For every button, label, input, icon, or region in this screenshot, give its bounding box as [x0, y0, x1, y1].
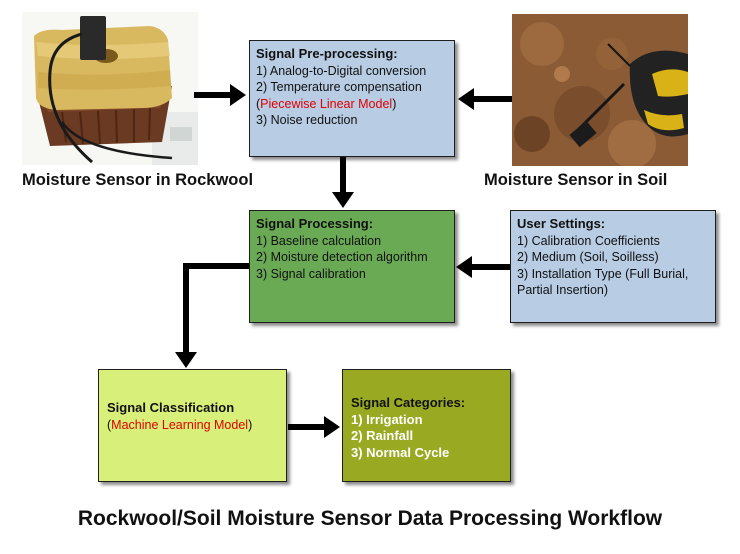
processing-step-3: 3) Signal calibration — [256, 266, 366, 281]
categories-item-3: 3) Normal Cycle — [351, 444, 450, 460]
preprocessing-box: Signal Pre-processing: 1) Analog-to-Digi… — [249, 40, 455, 157]
arrow-soil-to-preprocessing — [474, 96, 512, 102]
arrow-classification-to-categories — [288, 424, 324, 430]
arrow-settings-to-processing — [472, 264, 510, 270]
categories-item-2: 2) Rainfall — [351, 428, 414, 443]
user-settings-box: User Settings: 1) Calibration Coefficien… — [510, 210, 716, 323]
rockwool-sensor-illustration — [22, 12, 198, 165]
user-settings-item-1: 1) Calibration Coefficients — [517, 233, 660, 248]
rockwool-caption: Moisture Sensor in Rockwool — [22, 171, 254, 189]
preprocessing-title: Signal Pre-processing: — [256, 46, 398, 61]
machine-learning-model-label: Machine Learning Model — [111, 417, 249, 432]
categories-box: Signal Categories: 1) Irrigation 2) Rain… — [342, 369, 511, 482]
piecewise-linear-model-label: Piecewise Linear Model — [260, 96, 393, 111]
preprocessing-step-1: 1) Analog-to-Digital conversion — [256, 63, 427, 78]
soil-caption: Moisture Sensor in Soil — [484, 171, 668, 189]
preprocessing-step-2: 2) Temperature compensation — [256, 80, 422, 94]
soil-sensor-photo — [512, 14, 688, 166]
arrow-preprocessing-to-processing — [340, 157, 346, 193]
user-settings-item-3-cont: Partial Insertion) — [517, 283, 609, 297]
user-settings-title: User Settings: — [517, 216, 606, 231]
preprocessing-step-3: 3) Noise reduction — [256, 113, 358, 127]
processing-step-1: 1) Baseline calculation — [256, 233, 382, 248]
processing-box: Signal Processing: 1) Baseline calculati… — [249, 210, 455, 323]
arrow-rockwool-to-preprocessing — [194, 92, 230, 98]
rockwool-sensor-photo — [22, 12, 198, 165]
soil-sensor-illustration — [512, 14, 688, 166]
categories-title: Signal Categories: — [351, 395, 466, 410]
arrow-processing-to-classification — [175, 263, 249, 368]
processing-step-2: 2) Moisture detection algorithm — [256, 250, 428, 264]
classification-box: Signal Classification (Machine Learning … — [98, 369, 287, 482]
user-settings-item-3: 3) Installation Type (Full Burial, — [517, 266, 689, 281]
user-settings-item-2: 2) Medium (Soil, Soilless) — [517, 250, 659, 264]
processing-title: Signal Processing: — [256, 216, 374, 231]
classification-title: Signal Classification — [107, 400, 235, 415]
categories-item-1: 1) Irrigation — [351, 411, 423, 427]
workflow-title: Rockwool/Soil Moisture Sensor Data Proce… — [77, 507, 663, 530]
preprocessing-model-line: (Piecewise Linear Model) — [256, 96, 397, 111]
classification-model-line: (Machine Learning Model) — [107, 417, 253, 432]
